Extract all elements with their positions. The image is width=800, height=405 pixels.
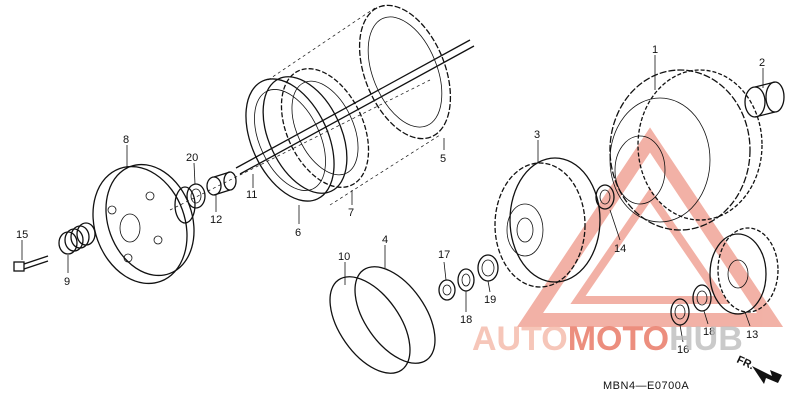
label-4: 4 (382, 234, 388, 246)
label-7: 7 (348, 207, 354, 219)
label-15: 15 (16, 229, 28, 241)
front-direction-indicator: FR. (735, 354, 782, 384)
clutch-plate-6 (245, 76, 348, 202)
washer-18-right (692, 284, 712, 312)
bearing-20 (186, 183, 206, 209)
arrow-icon (752, 366, 782, 384)
label-6: 6 (295, 227, 301, 239)
label-2: 2 (759, 57, 765, 69)
pressure-plate-8 (92, 163, 196, 285)
washer-19 (477, 254, 499, 282)
spring-9 (58, 222, 96, 255)
label-17: 17 (438, 249, 450, 261)
label-18a: 18 (460, 314, 472, 326)
leader-lines (21, 55, 764, 343)
main-shaft (235, 39, 475, 175)
alignment-lines (169, 7, 441, 211)
watermark-logo: AUTOMOTOHUB (472, 320, 743, 358)
label-19: 19 (484, 294, 496, 306)
label-9: 9 (64, 276, 70, 288)
label-5: 5 (440, 153, 446, 165)
label-1: 1 (652, 44, 658, 56)
watermark-text-moto: MOTO (568, 320, 669, 358)
friction-disk-7 (280, 68, 370, 188)
label-10: 10 (338, 251, 350, 263)
bush-2 (744, 81, 785, 118)
primary-gear-13 (709, 227, 779, 315)
label-16: 16 (677, 344, 689, 356)
watermark-text-hub: HUB (669, 320, 743, 358)
part-labels: 1 2 3 4 5 6 7 8 9 10 11 12 13 14 15 16 1… (16, 44, 765, 356)
thrust-washer-14 (595, 184, 615, 210)
washer-18-left (457, 268, 475, 292)
label-8: 8 (123, 134, 129, 146)
label-20: 20 (186, 152, 198, 164)
svg-text:AUTOMOTOHUB: AUTOMOTOHUB (472, 320, 743, 358)
lock-nut-17 (438, 279, 456, 301)
diagram-code: MBN4—E0700A (603, 380, 689, 392)
collar-12 (206, 171, 237, 196)
label-14: 14 (614, 243, 626, 255)
label-12: 12 (210, 214, 222, 226)
bolt-15 (13, 255, 49, 272)
watermark-text-auto: AUTO (472, 320, 568, 358)
label-13: 13 (746, 329, 758, 341)
label-11: 11 (246, 189, 257, 201)
o-ring-4 (354, 266, 436, 364)
label-3: 3 (534, 129, 540, 141)
clutch-outer-1 (609, 69, 763, 231)
clutch-center-3 (494, 157, 601, 288)
label-18b: 18 (703, 326, 715, 338)
o-ring-10 (329, 276, 411, 374)
warning-triangle-icon (516, 127, 784, 327)
